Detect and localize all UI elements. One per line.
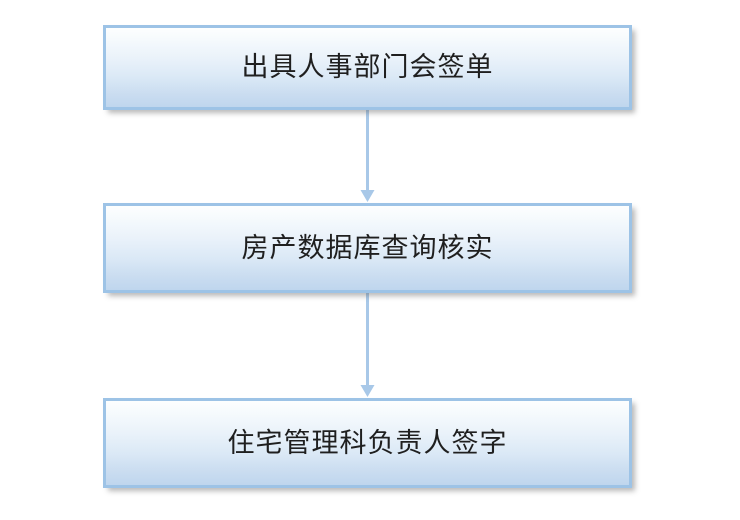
flow-node-1-label: 出具人事部门会签单 xyxy=(241,52,494,83)
flow-node-3[interactable]: 住宅管理科负责人签字 xyxy=(103,398,632,488)
flow-node-1[interactable]: 出具人事部门会签单 xyxy=(103,25,632,110)
arrow-node2-to-node3 xyxy=(360,293,375,397)
flow-node-2-label: 房产数据库查询核实 xyxy=(241,232,494,263)
arrow-node1-to-node2 xyxy=(360,110,375,202)
flow-node-2[interactable]: 房产数据库查询核实 xyxy=(103,203,632,293)
flow-node-3-label: 住宅管理科负责人签字 xyxy=(227,427,508,458)
